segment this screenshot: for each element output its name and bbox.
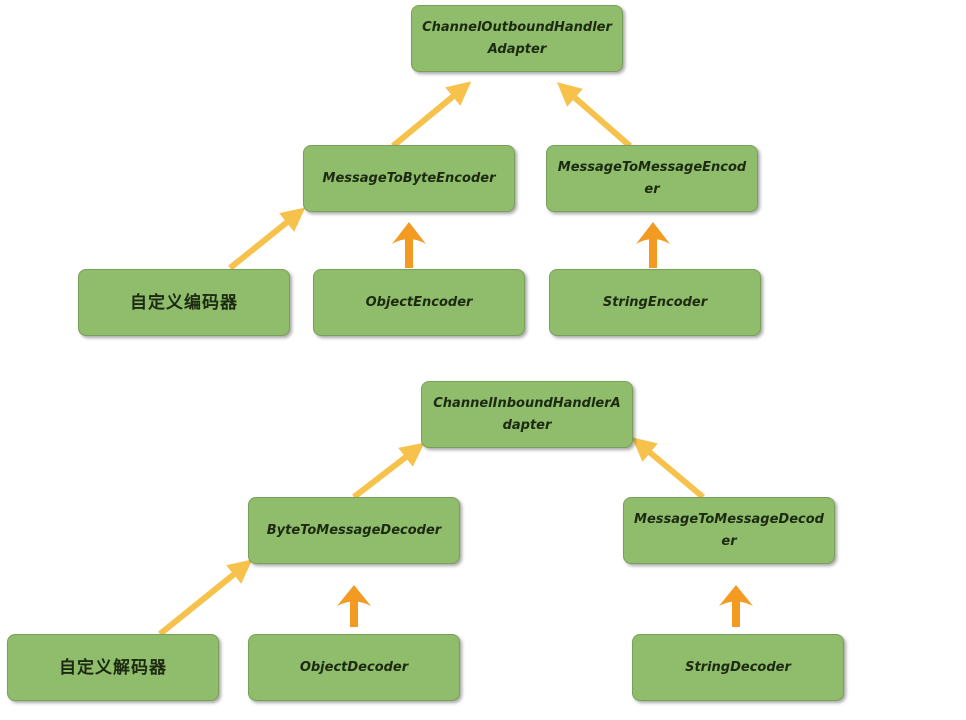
node-byte-to-message-decoder: ByteToMessageDecoder: [248, 497, 460, 564]
arrow-string-decoder-to-mtmd: [719, 585, 753, 627]
arrow-mtmd-to-inbound: [631, 437, 705, 500]
node-label: ChannelInboundHandlerAdapter: [433, 395, 621, 433]
node-label: MessageToMessageEncoder: [557, 159, 747, 197]
arrow-object-decoder-to-btmd: [337, 585, 371, 627]
node-channel-outbound-handler-adapter: ChannelOutboundHandlerAdapter: [411, 5, 623, 72]
node-label: 自定义解码器: [59, 657, 167, 678]
node-label: StringEncoder: [602, 294, 708, 310]
node-label: ObjectEncoder: [365, 294, 473, 310]
node-label: ObjectDecoder: [299, 659, 409, 675]
node-channel-inbound-handler-adapter: ChannelInboundHandlerAdapter: [421, 381, 633, 448]
arrow-mtbe-to-outbound: [391, 81, 472, 149]
node-label: ByteToMessageDecoder: [266, 522, 442, 538]
node-string-decoder: StringDecoder: [632, 634, 844, 701]
arrow-btmd-to-inbound: [352, 442, 425, 500]
node-message-to-message-decoder: MessageToMessageDecoder: [623, 497, 835, 564]
node-custom-decoder: 自定义解码器: [7, 634, 219, 701]
node-object-encoder: ObjectEncoder: [313, 269, 525, 336]
node-message-to-message-encoder: MessageToMessageEncoder: [546, 145, 758, 212]
arrow-string-encoder-to-mtme: [636, 222, 670, 268]
node-label: StringDecoder: [685, 659, 791, 675]
node-label: ChannelOutboundHandlerAdapter: [422, 19, 612, 57]
node-message-to-byte-encoder: MessageToByteEncoder: [303, 145, 515, 212]
node-string-encoder: StringEncoder: [549, 269, 761, 336]
node-object-decoder: ObjectDecoder: [248, 634, 460, 701]
node-label: 自定义编码器: [130, 292, 238, 313]
node-label: MessageToMessageDecoder: [634, 511, 824, 549]
arrow-mtme-to-outbound: [556, 82, 632, 149]
arrow-custom-decoder-to-btmd: [158, 559, 253, 637]
node-custom-encoder: 自定义编码器: [78, 269, 290, 336]
arrow-object-encoder-to-mtbe: [392, 222, 426, 268]
node-label: MessageToByteEncoder: [322, 170, 496, 186]
arrow-custom-encoder-to-mtbe: [228, 207, 306, 271]
